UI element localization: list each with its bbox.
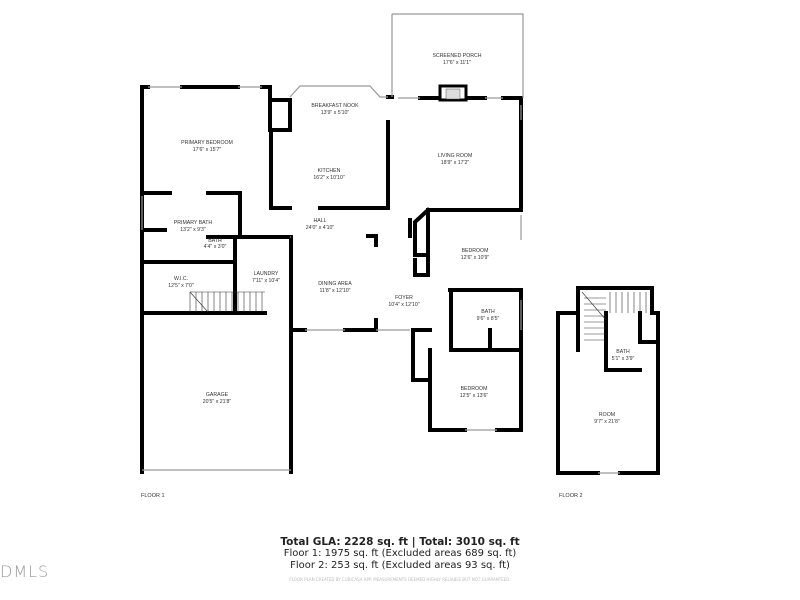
windows-and-openings [141,13,620,474]
room-living-room: LIVING ROOM [438,153,473,159]
room-foyer: FOYER [395,295,413,301]
wall [556,286,600,475]
mls-logo: DMLS [0,562,50,581]
room-dims: 18'9" x 17'2" [441,160,470,166]
window [392,13,524,98]
window [289,85,388,98]
floor-2-label: FLOOR 2 [559,493,583,499]
wall [501,96,523,212]
room-breakfast-nook: BREAKFAST NOOK [311,103,359,109]
floor-1-area: Floor 1: 1975 sq. ft (Excluded areas 689… [283,548,517,559]
room-dims: 17'6" x 15'7" [193,147,222,153]
wall [638,311,660,344]
area-summary: Total GLA: 2228 sq. ft | Total: 3010 sq.… [0,536,800,582]
room-dims: 20'5" x 21'8" [203,399,232,405]
wall [268,98,292,132]
wall [318,120,390,210]
room-hall: HALL [314,218,327,224]
wall [604,311,642,372]
room-dims: 17'6" x 11'1" [443,60,471,66]
room-dims: 7'11" x 10'4" [252,278,280,284]
wall [449,288,523,352]
room-dims: 13'2" x 9'3" [180,227,206,233]
room-dims: 5'1" x 3'9" [612,356,635,362]
wall [206,191,242,239]
total-area: Total GLA: 2228 sq. ft | Total: 3010 sq.… [280,536,520,548]
room-primary-bedroom: PRIMARY BEDROOM [181,140,233,146]
stair-direction [189,291,209,313]
floor-2-area: Floor 2: 253 sq. ft (Excluded areas 93 s… [290,560,510,571]
room-kitchen: KITCHEN [318,168,341,174]
room-floor2-room: ROOM [599,412,615,418]
room-bath-floor2: BATH [616,349,630,355]
wall [413,207,431,257]
room-dims: 9'7" x 21'8" [594,419,620,425]
room-dims: 13'9" x 5'10" [321,110,350,116]
room-bedroom: BEDROOM [462,248,489,254]
room-dims: 9'6" x 8'5" [477,316,500,322]
room-garage: GARAGE [206,392,229,398]
room-bedroom: BEDROOM [461,386,488,392]
room-dims: 12'5" x 13'6" [460,393,489,399]
room-laundry: LAUNDRY [254,271,279,277]
wall [448,288,523,432]
stairs [189,291,647,341]
room-dims: 12'6" x 10'9" [461,255,490,261]
credit-text: FLOOR PLAN CREATED BY CUBICASA APP. MEAS… [289,577,511,582]
room-dining-area: DINING AREA [318,281,352,287]
room-dims: 4'4" x 3'0" [204,244,227,250]
room-dims: 12'5" x 7'0" [168,283,194,289]
room-dims: 16'2" x 10'10" [313,175,344,181]
floor-1-label: FLOOR 1 [141,493,165,499]
room-screened-porch: SCREENED PORCH [432,53,481,59]
room-dims: 11'8" x 12'10" [320,288,351,294]
room-dims: 10'4" x 12'10" [388,302,419,308]
room-bath-small: BATH [208,238,222,244]
room-bath: BATH [481,309,495,315]
wall [411,328,432,382]
stair-direction [581,291,607,321]
walls [140,85,660,475]
wall [366,234,378,247]
wall [269,128,292,210]
wall [413,258,430,277]
room-dims: 24'0" x 4'10" [306,225,335,231]
fireplace [438,84,468,102]
wall [576,286,660,475]
room-labels: SCREENED PORCH 17'6" x 11'1" BREAKFAST N… [141,53,634,499]
wall [428,348,467,432]
room-wic: W.I.C. [174,276,188,282]
room-primary-bath: PRIMARY BATH [174,220,213,226]
wall [260,85,272,132]
